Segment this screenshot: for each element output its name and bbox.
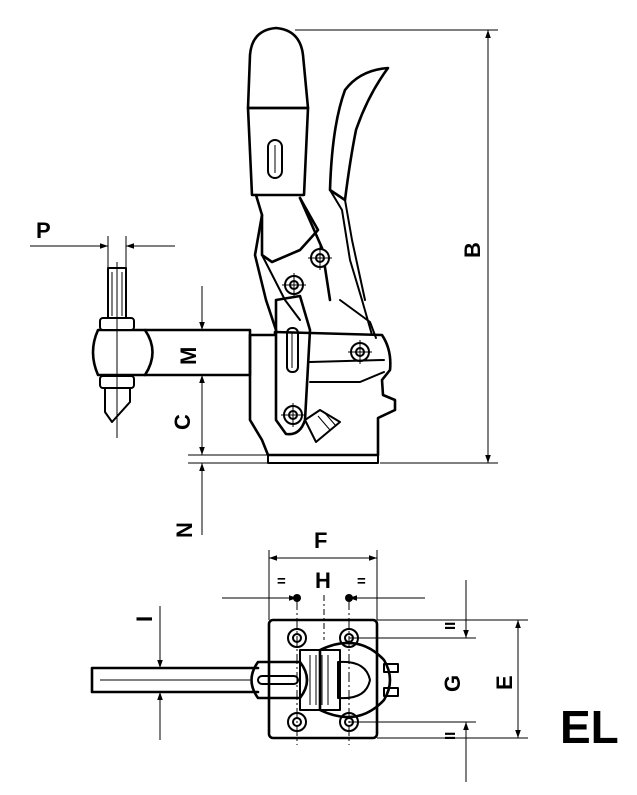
clamp-link — [274, 294, 341, 443]
top-view-clamp-body — [299, 641, 399, 719]
pivot-screw-4 — [281, 403, 305, 427]
pivot-screw-1 — [308, 246, 332, 270]
dimension-g: G II II — [349, 580, 476, 782]
parallel-mark-top: II — [442, 622, 459, 630]
label-m: M — [176, 347, 201, 365]
release-lever — [328, 66, 390, 339]
equal-sign-right: = — [357, 573, 366, 590]
label-i: I — [132, 616, 157, 622]
label-g: G — [440, 675, 465, 692]
label-n: N — [172, 522, 197, 538]
dimension-p: P — [30, 218, 175, 268]
label-p: P — [36, 218, 51, 243]
base-plate — [267, 618, 379, 740]
pivot-screw-2 — [282, 273, 306, 297]
label-b: B — [460, 242, 485, 258]
label-f: F — [314, 528, 327, 553]
label-h: H — [315, 568, 331, 593]
top-view-handle — [90, 660, 309, 700]
parallel-mark-bottom: II — [442, 732, 459, 740]
label-e: E — [492, 675, 517, 690]
side-view: P M C N B — [30, 26, 498, 538]
label-c: C — [170, 414, 195, 430]
horizontal-arm — [91, 328, 252, 377]
dimension-h: H = = — [222, 568, 425, 602]
dimension-n: N — [172, 463, 205, 538]
equal-sign-left: = — [277, 573, 286, 590]
handle-lever — [253, 193, 332, 332]
dimension-e: E — [377, 619, 528, 739]
model-code: EL — [560, 701, 619, 753]
clamping-spindle — [99, 262, 135, 438]
handle-grip — [246, 26, 310, 197]
dimension-m: M — [176, 286, 205, 420]
dimension-i: I — [132, 606, 163, 740]
dimension-b: B — [295, 29, 498, 464]
dimension-c: C — [170, 378, 268, 464]
base-body — [248, 330, 397, 464]
top-view: F H = = I G II II — [90, 528, 528, 782]
dimension-f: F — [268, 528, 378, 620]
